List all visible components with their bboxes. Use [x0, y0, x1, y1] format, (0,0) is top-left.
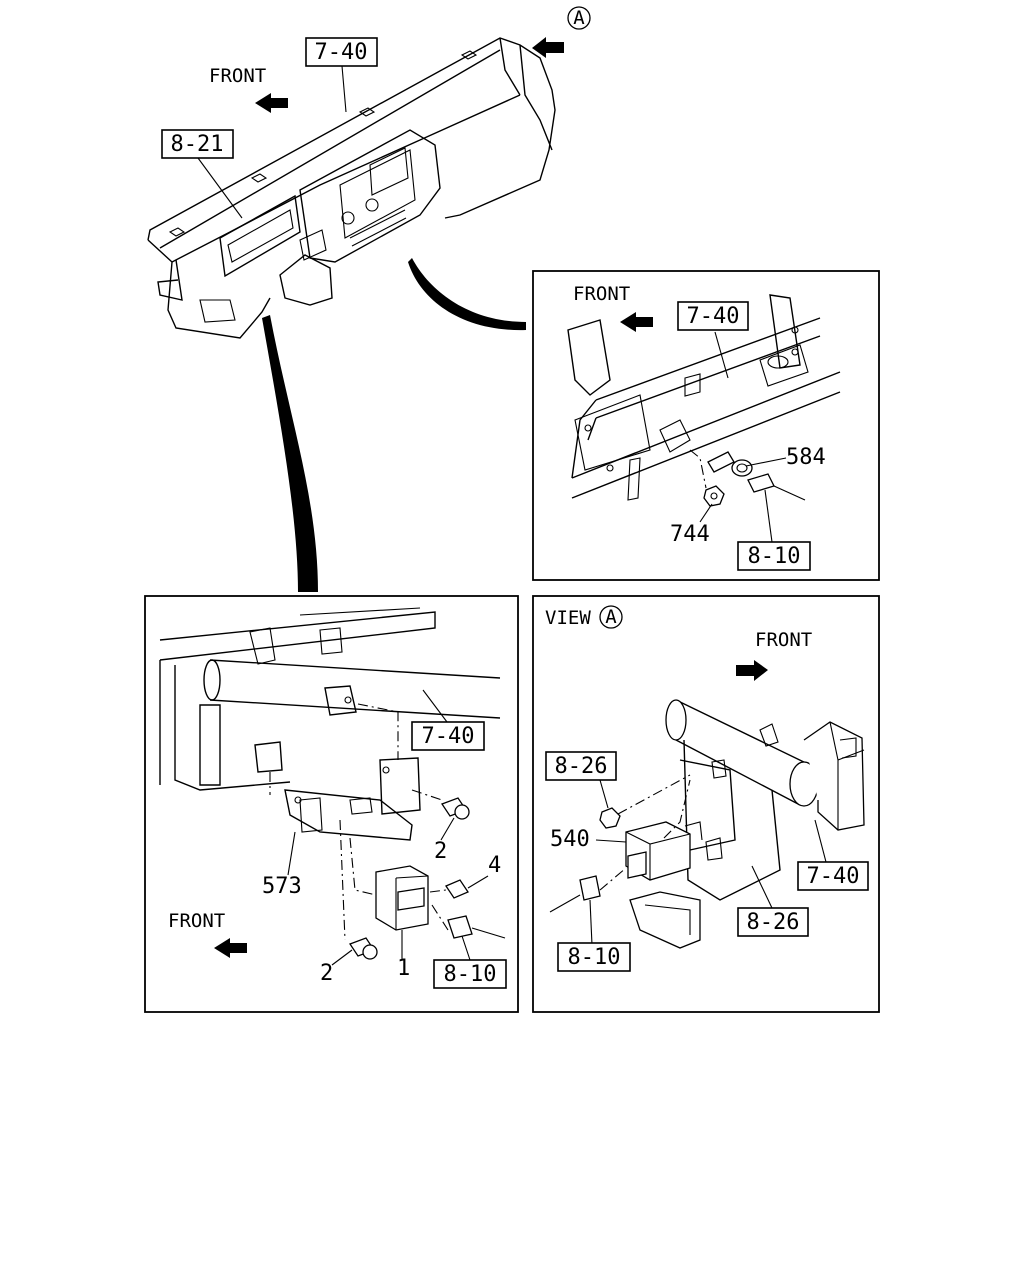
ref-top-br: 8-26	[555, 754, 608, 779]
view-marker-br: A	[605, 606, 617, 628]
part-584: 584	[786, 445, 826, 470]
view-marker-circle-icon	[567, 6, 591, 30]
front-label-bottom-left: FRONT	[168, 910, 225, 932]
part-540: 540	[550, 827, 590, 852]
ref-box-top-br	[545, 751, 617, 781]
detail-top-right: FRONT 7-40 584 744 8-10	[532, 270, 880, 581]
view-label: VIEW	[545, 607, 591, 629]
part-bolt-2a: 2	[434, 839, 447, 864]
ref-box-frame-tr	[677, 301, 749, 331]
ref-box-bracket-br	[737, 907, 809, 937]
ref-cluster: 8-21	[171, 132, 224, 157]
part-unit-1: 1	[397, 956, 410, 981]
part-bolt-2b: 2	[320, 961, 333, 986]
detail-bottom-right: VIEW A FRONT 8-26 540 7-40 8-26 8-10	[532, 595, 880, 1013]
ref-box-cluster	[161, 129, 234, 159]
ref-harness-tr: 8-10	[748, 544, 801, 569]
view-direction-arrow-icon	[532, 37, 564, 58]
ref-bracket-br: 8-26	[747, 910, 800, 935]
part-744: 744	[670, 522, 710, 547]
ref-box-frame-br	[797, 861, 869, 891]
detail-frame-top-right	[532, 270, 880, 581]
front-arrow-icon	[736, 660, 768, 681]
ref-frame-tr: 7-40	[687, 304, 740, 329]
front-arrow-icon	[620, 312, 653, 332]
view-marker-circle-icon	[599, 605, 623, 629]
detail-frame-bottom-left	[144, 595, 519, 1013]
ref-box-dashboard	[305, 37, 378, 67]
ref-box-harness-br	[557, 942, 631, 972]
detail-bottom-left: 7-40 2 4 573 FRONT 2 1 8-10	[144, 595, 519, 1013]
front-arrow-icon	[255, 93, 288, 113]
front-label-main: FRONT	[209, 65, 266, 87]
part-bolt-4: 4	[488, 853, 501, 878]
ref-frame-br: 7-40	[807, 864, 860, 889]
ref-box-harness-tr	[737, 541, 811, 571]
ref-frame-bl: 7-40	[422, 724, 475, 749]
ref-box-harness-bl	[433, 959, 507, 989]
ref-box-frame-bl	[411, 721, 485, 751]
view-marker-main: A	[573, 7, 585, 29]
detail-frame-bottom-right	[532, 595, 880, 1013]
ref-dashboard: 7-40	[315, 40, 368, 65]
main-dashboard-view: 7-40 8-21 FRONT A	[147, 6, 591, 592]
front-label-bottom-right: FRONT	[755, 629, 812, 651]
part-573: 573	[262, 874, 302, 899]
ref-harness-bl: 8-10	[444, 962, 497, 987]
front-label-top-right: FRONT	[573, 283, 630, 305]
ref-harness-br: 8-10	[568, 945, 621, 970]
front-arrow-icon	[214, 938, 247, 958]
